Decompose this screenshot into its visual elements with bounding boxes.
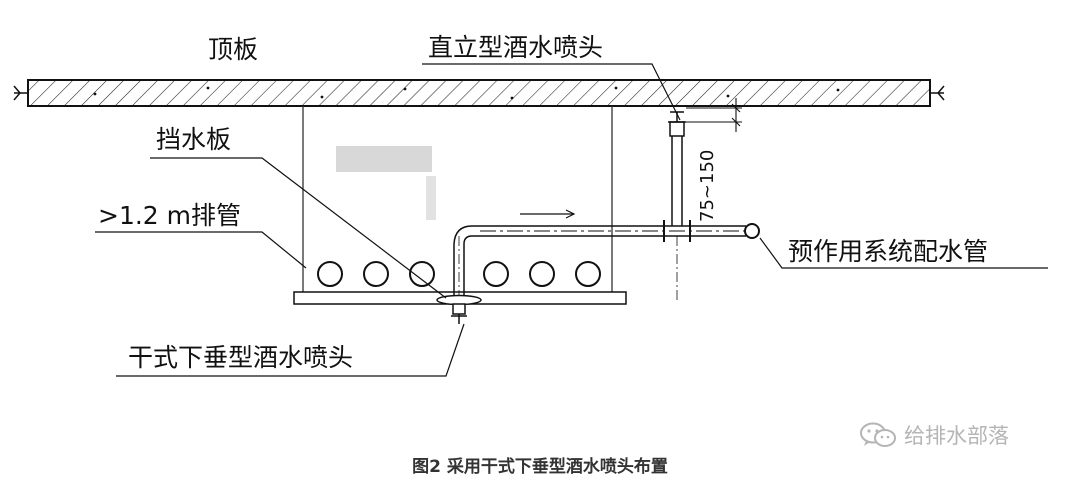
drain-pipes	[317, 261, 601, 287]
top-slab-label: 顶板	[208, 35, 258, 64]
watermark: 给排水部落	[858, 420, 1009, 450]
leader-lines	[95, 63, 1048, 377]
blurred-label	[336, 146, 436, 220]
preaction-pipe-label: 预作用系统配水管	[788, 237, 988, 266]
pendent-drop	[453, 225, 473, 300]
upright-sprinkler-head	[668, 111, 686, 137]
upright-riser	[671, 136, 683, 300]
figure-caption: 图2 采用干式下垂型酒水喷头布置	[412, 457, 668, 477]
trough-walls	[302, 106, 613, 292]
drain-pipe-label: >1.2 m排管	[98, 201, 241, 230]
dimension-label: 75~150	[697, 150, 718, 222]
watermark-text: 给排水部落	[904, 424, 1009, 448]
baffle-label: 挡水板	[156, 125, 231, 154]
distribution-pipe	[472, 209, 760, 242]
dimension-line	[686, 98, 742, 132]
top-slab	[13, 79, 945, 107]
upright-sprinkler-label: 直立型酒水喷头	[428, 33, 603, 62]
wechat-icon	[860, 422, 896, 447]
pendent-sprinkler-label: 干式下垂型酒水喷头	[128, 343, 353, 372]
pendent-sprinkler-head	[436, 294, 482, 324]
